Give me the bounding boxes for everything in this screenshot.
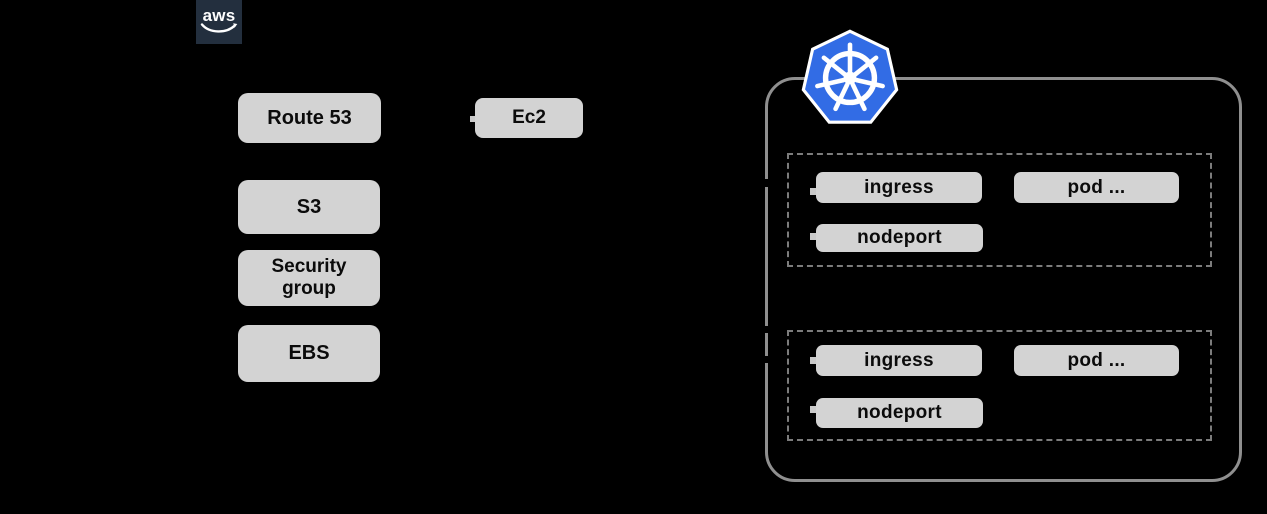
node-pod-2: pod ... [1014,345,1179,376]
aws-logo-label: aws [202,6,236,25]
border-gap [763,326,770,333]
worker-group-1 [787,153,1212,267]
node-ebs: EBS [238,325,380,382]
connector-tip [470,116,475,122]
border-gap [763,179,770,187]
node-s3: S3 [238,180,380,234]
connector-tip [810,357,816,364]
kubernetes-icon [801,29,899,124]
node-security-group: Security group [238,250,380,306]
node-ec2: Ec2 [475,98,583,138]
aws-smile-icon [200,23,238,33]
node-pod-1: pod ... [1014,172,1179,203]
border-gap [763,356,770,363]
node-route53: Route 53 [238,93,381,143]
node-ingress-2: ingress [816,345,982,376]
node-ingress-1: ingress [816,172,982,203]
aws-logo: aws [196,0,242,44]
connector-tip [810,233,816,240]
node-nodeport-2: nodeport [816,398,983,428]
connector-tip [810,406,816,413]
connector-tip [810,188,816,195]
kubernetes-cluster-border [765,77,1242,482]
node-nodeport-1: nodeport [816,224,983,252]
worker-group-2 [787,330,1212,441]
